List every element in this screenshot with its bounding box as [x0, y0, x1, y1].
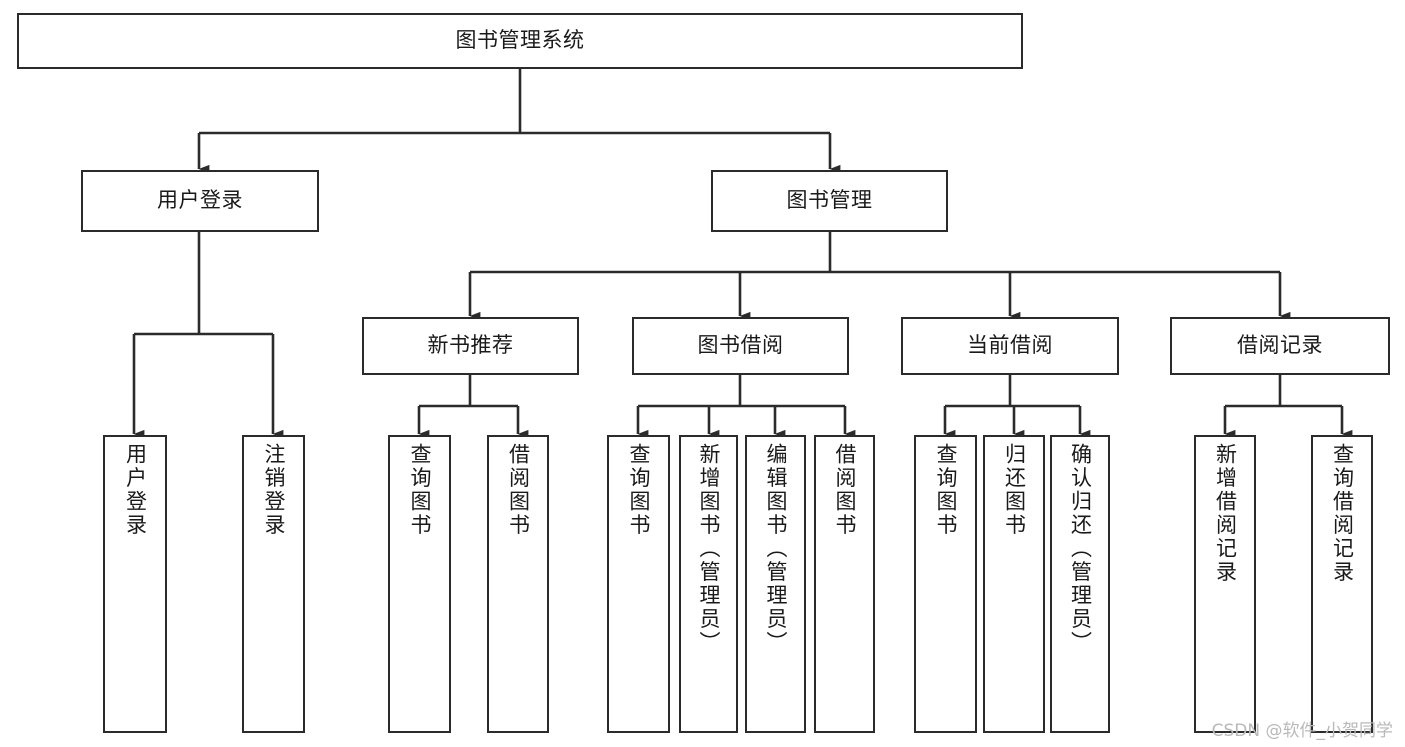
node-book-manage[interactable]: 图书管理 [711, 170, 948, 232]
node-leaf-logout[interactable]: 注销登录 [242, 435, 305, 733]
node-leaf-borrow-book[interactable]: 借阅图书 [814, 435, 875, 733]
node-leaf-borrow-book-label: 借阅图书 [833, 443, 857, 537]
node-root-system-label: 图书管理系统 [455, 28, 585, 53]
node-leaf-borrow-book-rec[interactable]: 借阅图书 [487, 435, 549, 733]
node-leaf-query-borrow-record[interactable]: 查询借阅记录 [1311, 435, 1373, 733]
node-leaf-add-borrow-record-label: 新增借阅记录 [1213, 443, 1238, 584]
node-leaf-query-book-rec-label: 查询图书 [408, 443, 432, 537]
node-leaf-edit-book-admin-label: 编辑图书（管理员） [764, 443, 788, 655]
node-leaf-query-borrow-record-label: 查询借阅记录 [1330, 443, 1355, 584]
node-leaf-return-book[interactable]: 归还图书 [983, 435, 1045, 733]
node-borrow-record[interactable]: 借阅记录 [1170, 317, 1390, 375]
node-leaf-query-book-current-label: 查询图书 [934, 443, 958, 537]
node-new-book-recommend[interactable]: 新书推荐 [362, 317, 579, 375]
node-leaf-return-book-label: 归还图书 [1002, 443, 1027, 537]
node-leaf-logout-label: 注销登录 [262, 443, 286, 537]
node-leaf-query-book-rec[interactable]: 查询图书 [388, 435, 451, 733]
node-book-borrow-label: 图书借阅 [697, 333, 784, 358]
node-leaf-edit-book-admin[interactable]: 编辑图书（管理员） [745, 435, 806, 733]
node-book-borrow[interactable]: 图书借阅 [632, 317, 849, 375]
node-leaf-add-book-admin-label: 新增图书（管理员） [697, 443, 721, 655]
node-leaf-user-login[interactable]: 用户登录 [103, 435, 167, 733]
node-borrow-record-label: 借阅记录 [1237, 333, 1323, 358]
node-leaf-add-borrow-record[interactable]: 新增借阅记录 [1194, 435, 1256, 733]
node-current-borrow-label: 当前借阅 [967, 333, 1053, 358]
node-user-login-label: 用户登录 [157, 188, 243, 213]
node-book-manage-label: 图书管理 [786, 188, 873, 213]
node-leaf-query-book-current[interactable]: 查询图书 [914, 435, 977, 733]
node-new-book-recommend-label: 新书推荐 [427, 333, 514, 358]
node-leaf-add-book-admin[interactable]: 新增图书（管理员） [679, 435, 738, 733]
node-leaf-user-login-label: 用户登录 [123, 443, 148, 537]
node-leaf-query-book-borrow[interactable]: 查询图书 [607, 435, 670, 733]
node-root-system[interactable]: 图书管理系统 [17, 13, 1023, 69]
node-leaf-query-book-borrow-label: 查询图书 [627, 443, 651, 537]
node-leaf-confirm-return-admin[interactable]: 确认归还（管理员） [1050, 435, 1110, 733]
node-leaf-borrow-book-rec-label: 借阅图书 [506, 443, 531, 537]
node-user-login[interactable]: 用户登录 [81, 170, 319, 232]
node-leaf-confirm-return-admin-label: 确认归还（管理员） [1068, 443, 1093, 655]
node-current-borrow[interactable]: 当前借阅 [901, 317, 1119, 375]
